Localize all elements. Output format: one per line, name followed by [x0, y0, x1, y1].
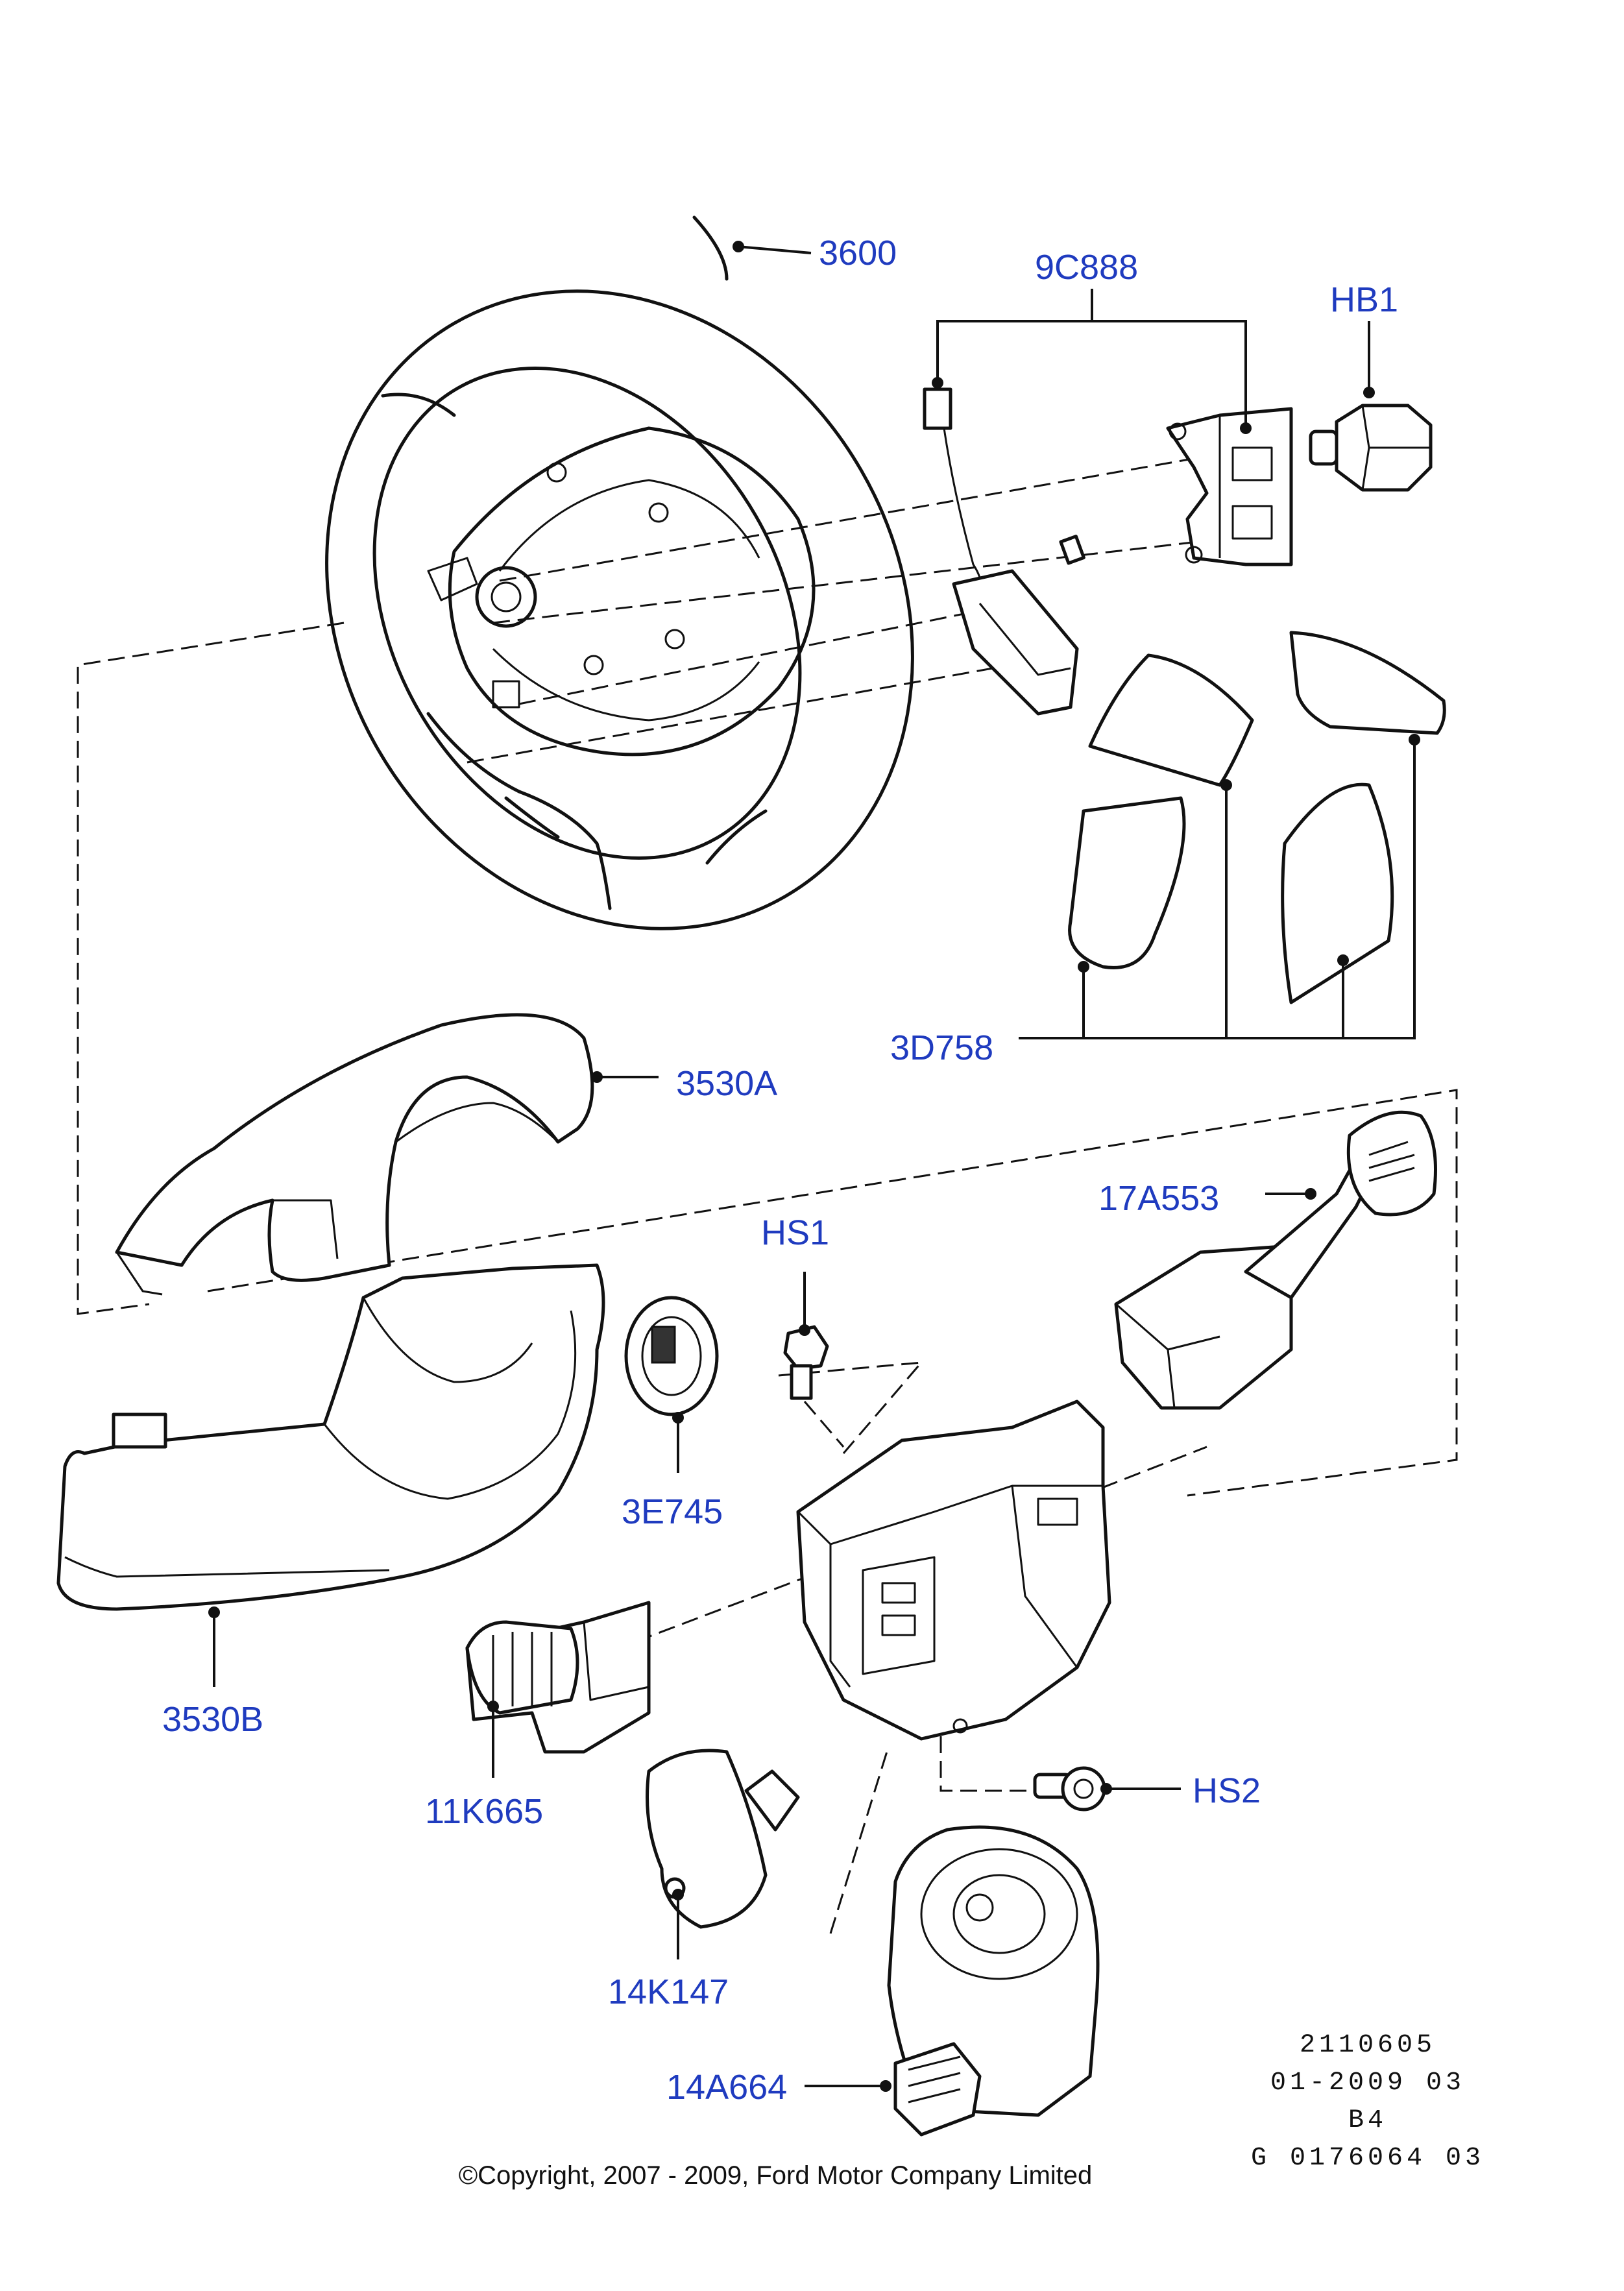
- light-switch-drawing: [465, 1601, 651, 1754]
- info-line-1: 2110605: [1300, 2031, 1436, 2060]
- label-3e745[interactable]: 3E745: [622, 1492, 723, 1531]
- leader-lines: [213, 245, 1416, 2087]
- label-3d758[interactable]: 3D758: [890, 1028, 993, 1067]
- ignition-ring-drawing: [624, 1296, 719, 1416]
- steering-wheel-drawing: [325, 215, 914, 930]
- info-line-3: B4: [1348, 2106, 1387, 2135]
- label-hb1[interactable]: HB1: [1330, 280, 1398, 319]
- screw-hs1-drawing: [783, 1325, 829, 1400]
- trim-covers-drawing: [1068, 631, 1446, 1004]
- info-line-4: G 0176064 03: [1251, 2144, 1485, 2173]
- switch-carrier-drawing: [796, 1400, 1111, 1741]
- label-hs1[interactable]: HS1: [761, 1213, 829, 1252]
- label-3530b[interactable]: 3530B: [162, 1700, 263, 1739]
- screw-hs2-drawing: [1033, 1766, 1106, 1812]
- cruise-switch-drawing: [646, 1749, 800, 1929]
- label-14a664[interactable]: 14A664: [666, 2068, 787, 2107]
- label-3530a[interactable]: 3530A: [676, 1064, 777, 1103]
- label-14k147[interactable]: 14K147: [608, 1972, 729, 2011]
- label-9c888[interactable]: 9C888: [1035, 248, 1138, 287]
- clockspring-drawing: [887, 1825, 1100, 2137]
- copyright-text: ©Copyright, 2007 - 2009, Ford Motor Comp…: [459, 2161, 1093, 2190]
- label-17a553[interactable]: 17A553: [1098, 1179, 1219, 1218]
- leader-dots: [208, 241, 1420, 2092]
- wiper-switch-drawing: [1114, 1110, 1437, 1410]
- lower-shroud-drawing: [56, 1263, 605, 1611]
- label-hs2[interactable]: HS2: [1193, 1771, 1261, 1810]
- label-11k665[interactable]: 11K665: [425, 1792, 543, 1831]
- info-block: 2110605 01-2009 03 B4 G 0176064 03: [1251, 2031, 1485, 2173]
- info-line-2: 01-2009 03: [1270, 2068, 1465, 2098]
- steering-switch-drawing: [923, 387, 1293, 716]
- upper-shroud-drawing: [115, 1013, 594, 1296]
- bolt-hb1-drawing: [1309, 404, 1433, 492]
- label-3600[interactable]: 3600: [819, 234, 897, 273]
